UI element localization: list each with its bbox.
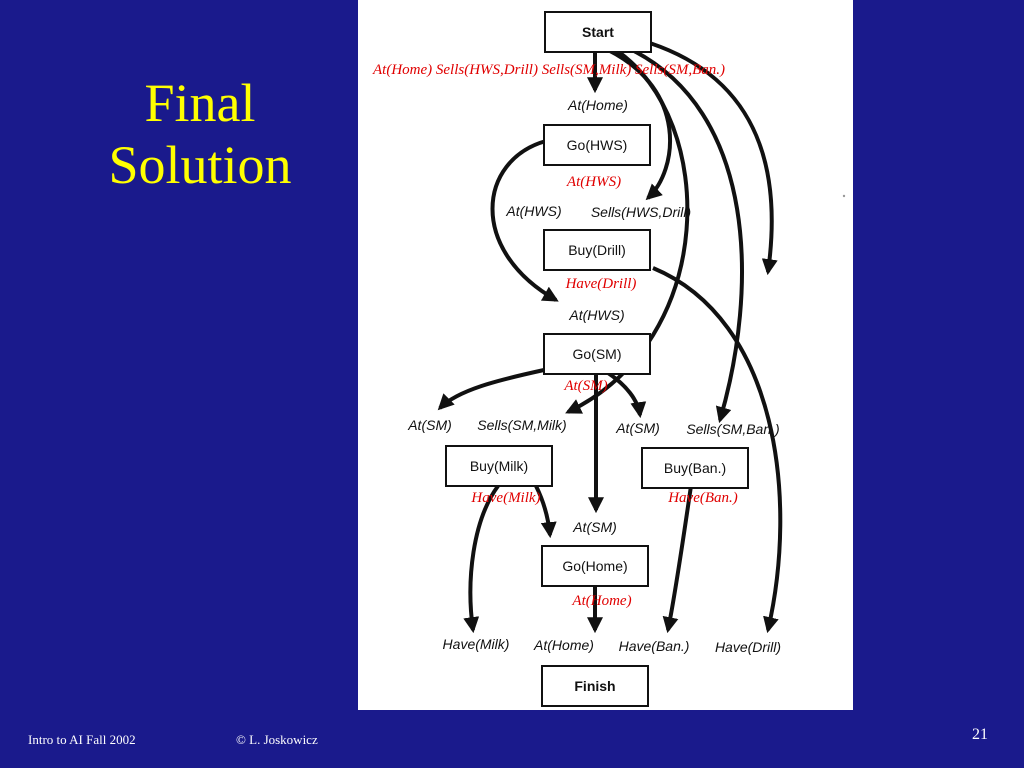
edge-buy-milk-to-have-milk	[463, 484, 500, 634]
edge-go-sm-to-at-sm-left	[437, 368, 545, 411]
effect-start: At(Home) Sells(HWS,Drill) Sells(SM,Milk)…	[372, 62, 725, 78]
edge-buy-ban-to-have-ban	[662, 485, 693, 634]
edge-start-to-sells-sm-ban	[627, 46, 744, 424]
cond-have-ban: Have(Ban.)	[619, 638, 690, 654]
action-go-home-label: Go(Home)	[562, 558, 627, 574]
action-finish-label: Finish	[574, 678, 615, 694]
causal-links	[437, 38, 783, 634]
cond-have-milk: Have(Milk)	[443, 636, 510, 652]
edge-buy-drill-to-have-drill	[652, 266, 783, 634]
cond-at-hws-2: At(HWS)	[568, 307, 624, 323]
conditions: At(Home) At(HWS) Sells(HWS,Drill) At(HWS…	[407, 97, 781, 655]
action-buy-milk: Buy(Milk)	[445, 445, 553, 487]
effect-buy-drill: Have(Drill)	[565, 276, 637, 292]
cond-at-home-1: At(Home)	[567, 97, 628, 113]
action-go-hws: Go(HWS)	[543, 124, 651, 166]
effect-buy-ban: Have(Ban.)	[667, 490, 738, 506]
edge-start-to-at-home-finish	[639, 38, 778, 276]
effect-go-sm: At(SM)	[563, 378, 607, 394]
action-buy-milk-label: Buy(Milk)	[470, 458, 528, 474]
footer-author: © L. Joskowicz	[236, 732, 318, 747]
effect-buy-milk: Have(Milk)	[470, 490, 540, 506]
cond-at-sm-3: At(SM)	[572, 519, 617, 535]
cond-at-sm-1: At(SM)	[407, 417, 452, 433]
effect-go-home: At(Home)	[571, 593, 631, 609]
action-buy-drill-label: Buy(Drill)	[568, 242, 626, 258]
action-go-sm-label: Go(SM)	[573, 346, 622, 362]
plan-diagram: Start Go(HWS) Buy(Drill) Go(SM) Buy(Milk…	[372, 11, 846, 707]
slide-title: Final Solution	[60, 72, 340, 196]
action-go-sm: Go(SM)	[543, 333, 651, 375]
cond-sells-sm-milk: Sells(SM,Milk)	[477, 417, 566, 433]
edge-buy-milk-to-at-sm	[534, 485, 557, 539]
action-finish: Finish	[541, 665, 649, 707]
action-go-hws-label: Go(HWS)	[567, 137, 628, 153]
action-start-label: Start	[582, 24, 614, 40]
cond-have-drill: Have(Drill)	[715, 639, 781, 655]
edge-go-hws-to-at-hws	[490, 139, 559, 302]
action-go-home: Go(Home)	[541, 545, 649, 587]
effect-go-hws: At(HWS)	[566, 174, 621, 190]
action-start: Start	[544, 11, 652, 53]
cond-sells-sm-ban: Sells(SM,Ban.)	[686, 421, 779, 437]
page-number: 21	[972, 726, 988, 743]
edge-go-sm-to-at-sm-right	[606, 371, 647, 419]
action-buy-ban: Buy(Ban.)	[641, 447, 749, 489]
action-buy-ban-label: Buy(Ban.)	[664, 460, 726, 476]
title-line-2: Solution	[108, 135, 292, 195]
title-line-1: Final	[144, 73, 256, 133]
action-buy-drill: Buy(Drill)	[543, 229, 651, 271]
stray-mark	[842, 194, 846, 198]
footer-course: Intro to AI Fall 2002	[28, 732, 136, 747]
effects: At(Home) Sells(HWS,Drill) Sells(SM,Milk)…	[372, 62, 738, 609]
cond-at-home-2: At(Home)	[533, 637, 594, 653]
cond-at-hws-1: At(HWS)	[505, 203, 561, 219]
plan-diagram-panel: Start Go(HWS) Buy(Drill) Go(SM) Buy(Milk…	[358, 0, 853, 710]
cond-at-sm-2: At(SM)	[615, 420, 660, 436]
cond-sells-hws-drill: Sells(HWS,Drill)	[591, 204, 691, 220]
